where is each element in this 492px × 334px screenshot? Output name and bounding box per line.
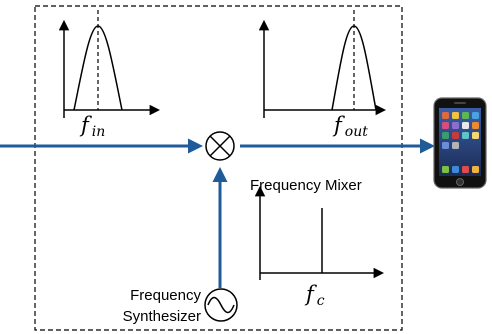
synthesizer-label-line1: Frequency bbox=[130, 287, 201, 304]
smartphone-icon bbox=[433, 97, 487, 189]
mixer-icon bbox=[205, 131, 235, 161]
synthesizer-label-line2: Synthesizer bbox=[123, 308, 201, 325]
mixer-label: Frequency Mixer bbox=[250, 177, 362, 194]
sine-wave-icon bbox=[204, 288, 238, 322]
system-boundary bbox=[34, 5, 403, 331]
